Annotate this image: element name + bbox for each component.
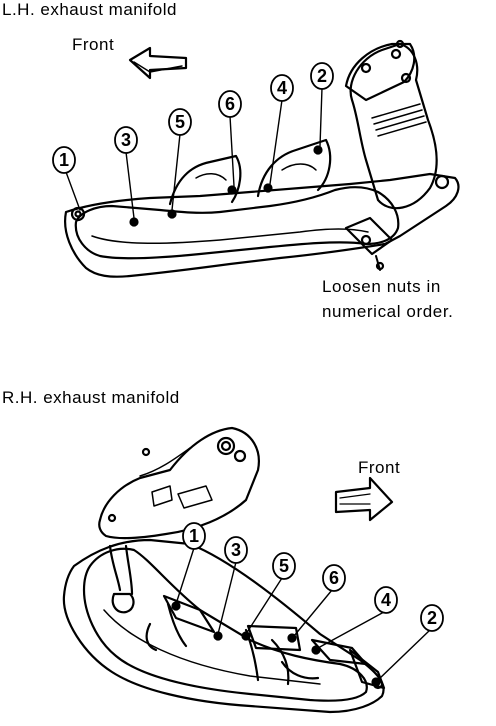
lh-catalyst-body — [349, 42, 438, 210]
lh-callout-3: 3 — [114, 126, 138, 154]
lh-runner-1 — [168, 154, 242, 206]
lh-callout-1: 1 — [52, 146, 76, 174]
lh-runner-2 — [256, 138, 332, 198]
rh-callout-4: 4 — [374, 586, 398, 614]
rh-callout-2: 2 — [420, 604, 444, 632]
svg-text:3: 3 — [121, 130, 131, 150]
lh-note-line-2: numerical order. — [322, 302, 454, 321]
rh-callout-6: 6 — [322, 564, 346, 592]
lh-flange-plate — [64, 172, 460, 278]
lh-note-line-1: Loosen nuts in — [322, 277, 441, 296]
rh-manifold-drawing — [62, 426, 431, 714]
lh-main-pipe — [74, 186, 400, 260]
lh-callout-4: 4 — [270, 74, 294, 102]
rh-catalyst-body — [98, 426, 260, 540]
svg-text:4: 4 — [277, 78, 287, 98]
svg-text:4: 4 — [381, 590, 391, 610]
svg-text:6: 6 — [329, 568, 339, 588]
svg-text:5: 5 — [279, 556, 289, 576]
svg-text:1: 1 — [59, 150, 69, 170]
svg-text:2: 2 — [317, 66, 327, 86]
svg-text:6: 6 — [225, 94, 235, 114]
lh-front-label: Front — [72, 35, 115, 54]
lh-manifold-drawing — [64, 39, 460, 278]
rh-callout-1: 1 — [182, 522, 206, 550]
lh-title: L.H. exhaust manifold — [2, 0, 177, 19]
svg-text:2: 2 — [427, 608, 437, 628]
rh-front-label: Front — [358, 458, 401, 477]
rh-runner-1 — [166, 602, 188, 648]
rh-title: R.H. exhaust manifold — [2, 388, 180, 407]
rh-front-arrow-icon — [334, 476, 394, 522]
rh-callout-5: 5 — [272, 552, 296, 580]
lh-loosen-note: Loosen nuts in numerical order. — [322, 274, 454, 324]
rh-callout-3: 3 — [224, 536, 248, 564]
rh-main-pipe — [82, 547, 368, 702]
svg-text:5: 5 — [175, 112, 185, 132]
lh-front-arrow-icon — [128, 46, 188, 80]
lh-callout-5: 5 — [168, 108, 192, 136]
lh-callout-2: 2 — [310, 62, 334, 90]
lh-callout-6: 6 — [218, 90, 242, 118]
svg-text:3: 3 — [231, 540, 241, 560]
svg-text:1: 1 — [189, 526, 199, 546]
